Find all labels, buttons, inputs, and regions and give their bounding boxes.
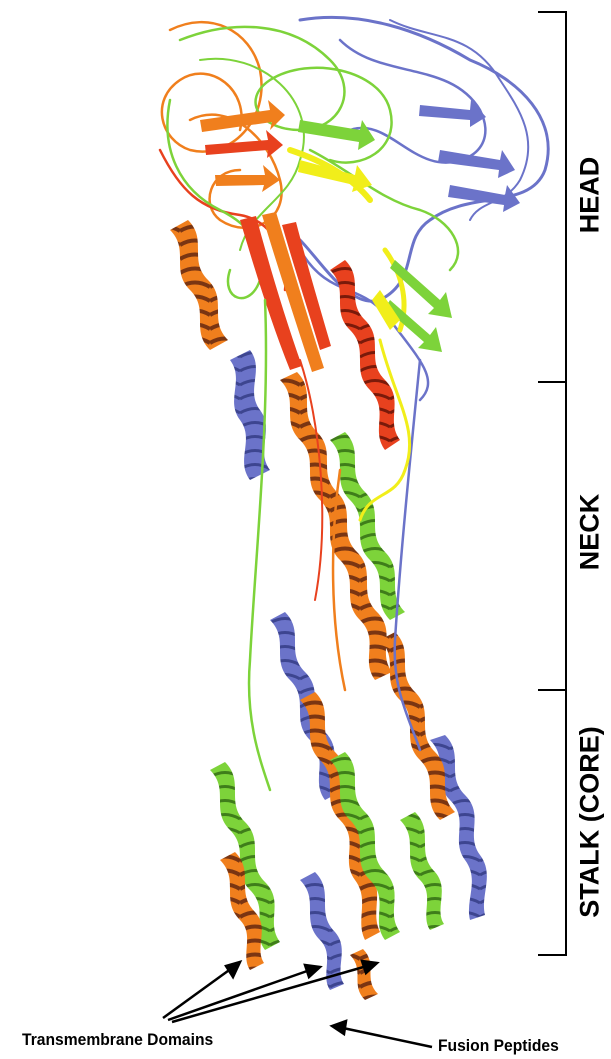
fusion-peptides-label: Fusion Peptides bbox=[438, 1036, 559, 1056]
transmembrane-domains-label: Transmembrane Domains bbox=[22, 1030, 213, 1050]
region-brackets bbox=[538, 12, 566, 955]
neck-loops bbox=[249, 300, 420, 790]
head-bracket bbox=[538, 12, 566, 382]
region-label-neck: NECK bbox=[575, 494, 606, 571]
neck-bracket bbox=[538, 382, 566, 690]
stalk-bracket bbox=[538, 690, 566, 955]
region-label-stalk: STALK (CORE) bbox=[575, 726, 606, 917]
region-label-head: HEAD bbox=[575, 157, 606, 234]
